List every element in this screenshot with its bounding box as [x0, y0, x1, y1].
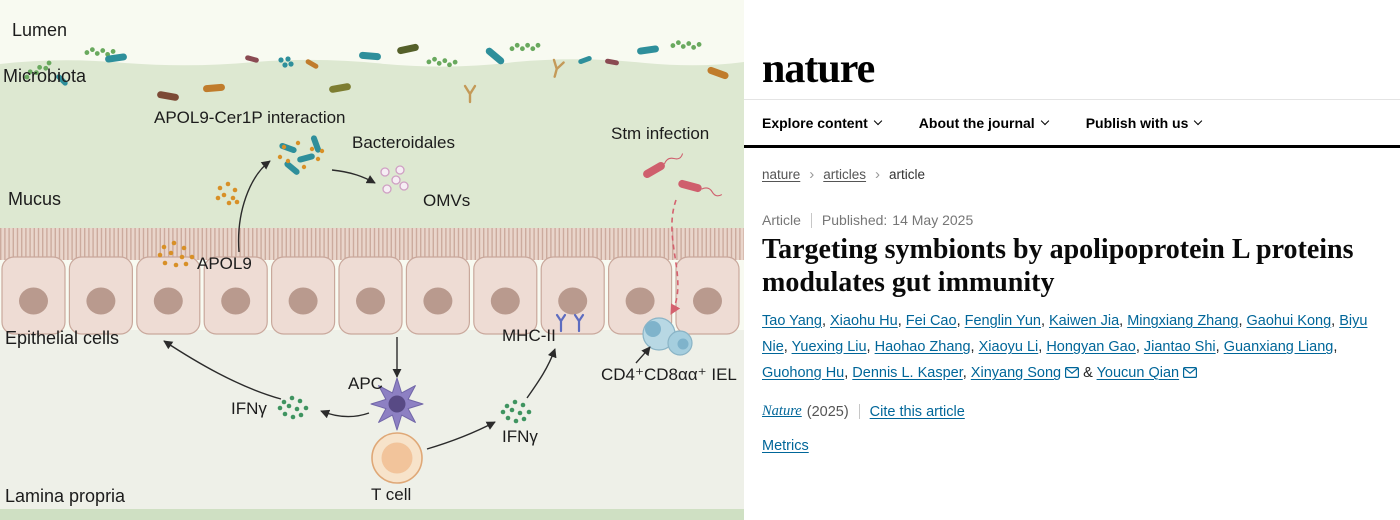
citation-divider: [858, 404, 860, 419]
label-cd4-cd8-iel: CD4⁺CD8αα⁺ IEL: [601, 365, 737, 384]
published-date: 14 May 2025: [892, 212, 974, 228]
journal-nav: Explore content About the journal Publish …: [762, 100, 1203, 145]
breadcrumb-item[interactable]: nature: [762, 167, 801, 182]
metrics-row: Metrics: [762, 438, 809, 454]
label-lumen: Lumen: [12, 20, 68, 40]
gut-immunity-diagram: [0, 0, 744, 520]
author-link[interactable]: Xinyang Song: [970, 365, 1062, 382]
nav-item-label: About the journal: [918, 114, 1035, 131]
author-link[interactable]: Mingxiang Zhang: [1127, 313, 1239, 329]
published-label: Published:: [821, 212, 888, 228]
label-stm-infection: Stm infection: [611, 124, 710, 143]
email-icon[interactable]: [1065, 365, 1080, 381]
nature-logo[interactable]: nature: [762, 46, 875, 92]
author-link[interactable]: Fenglin Yun: [964, 313, 1041, 329]
breadcrumb: nature › articles › article: [762, 166, 925, 183]
label-epithelial-cells: Epithelial cells: [5, 328, 120, 348]
nav-item-label: Explore content: [762, 114, 868, 131]
article-meta: Article Published: 14 May 2025: [762, 212, 973, 228]
author-link[interactable]: Youcun Qian: [1096, 365, 1180, 382]
cite-this-article-link[interactable]: Cite this article: [869, 403, 965, 420]
breadcrumb-item[interactable]: articles: [823, 167, 867, 182]
label-omvs: OMVs: [423, 191, 471, 210]
citation-row: Nature (2025) Cite this article: [762, 403, 965, 420]
diagram-arrows: [163, 160, 651, 450]
author-link[interactable]: Haohao Zhang: [874, 339, 971, 356]
brush-border: [0, 228, 744, 260]
breadcrumb-item: article: [889, 167, 926, 182]
label-mucus: Mucus: [8, 189, 62, 209]
article-title: Targeting symbionts by apolipoprotein L …: [762, 234, 1354, 299]
header-divider: [744, 99, 1400, 100]
label-apc: APC: [348, 374, 383, 393]
figure-panel: Lumen Microbiota APOL9-Cer1P interaction…: [0, 0, 744, 520]
label-lamina-propria: Lamina propria: [5, 486, 126, 506]
label-mhc2: MHC-II: [502, 326, 556, 345]
label-ifng-left: IFNγ: [231, 399, 267, 418]
mhc2-icon: [555, 313, 585, 333]
stm-infection-arrow: [670, 199, 681, 315]
lamina-propria-region: [0, 330, 744, 512]
chevron-down-icon: [1194, 116, 1203, 125]
epithelial-cell-row: [1, 256, 740, 335]
citation-year: (2025): [806, 403, 849, 420]
metrics-link[interactable]: Metrics: [762, 438, 809, 454]
email-icon[interactable]: [1183, 365, 1198, 381]
author-link[interactable]: Xiaohu Hu: [830, 313, 898, 329]
label-apol9: APOL9: [197, 254, 252, 273]
chevron-down-icon: [873, 116, 883, 125]
bottom-band: [0, 509, 744, 520]
nav-bottom-rule: [744, 145, 1400, 148]
author-link[interactable]: Kaiwen Jia: [1049, 313, 1120, 329]
author-link[interactable]: Guohong Hu: [762, 365, 845, 382]
breadcrumb-separator-icon: ›: [809, 166, 815, 183]
diagram-elements: [24, 40, 729, 484]
author-link[interactable]: Guanxiang Liang: [1223, 339, 1334, 356]
article-type: Article: [762, 212, 801, 228]
author-link[interactable]: Fei Cao: [905, 313, 957, 329]
label-ifng-right: IFNγ: [502, 427, 538, 446]
author-link[interactable]: Biyu Nie: [762, 313, 1368, 356]
author-link[interactable]: Jiantao Shi: [1143, 339, 1216, 356]
author-link[interactable]: Hongyan Gao: [1046, 339, 1136, 356]
author-list: Tao Yang, Xiaohu Hu, Fei Cao, Fenglin Yu…: [762, 313, 1368, 382]
author-link[interactable]: Gaohui Kong: [1246, 313, 1332, 329]
nav-item[interactable]: About the journal: [918, 114, 1049, 131]
nav-item[interactable]: Publish with us: [1085, 114, 1203, 131]
author-link[interactable]: Xiaoyu Li: [978, 339, 1039, 356]
meta-divider: [810, 212, 812, 228]
label-apol9-cer1p-interaction: APOL9-Cer1P interaction: [154, 108, 346, 127]
label-bacteroidales: Bacteroidales: [352, 133, 456, 152]
chevron-down-icon: [1040, 116, 1049, 125]
label-t-cell: T cell: [371, 485, 412, 504]
author-link[interactable]: Tao Yang: [762, 313, 822, 329]
breadcrumb-separator-icon: ›: [875, 166, 881, 183]
nav-item[interactable]: Explore content: [762, 114, 883, 131]
author-link[interactable]: Dennis L. Kasper: [852, 365, 963, 382]
journal-name-link[interactable]: Nature: [762, 403, 802, 419]
label-microbiota: Microbiota: [3, 66, 87, 86]
mucus-region: [0, 59, 744, 236]
nav-item-label: Publish with us: [1085, 114, 1189, 131]
author-link[interactable]: Yuexing Liu: [791, 339, 867, 356]
lumen-region: [0, 0, 744, 62]
